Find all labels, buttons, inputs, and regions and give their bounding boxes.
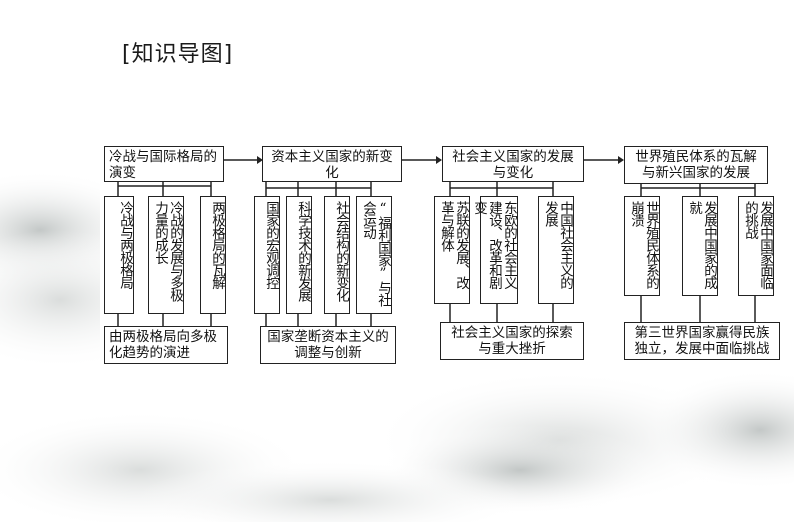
footer-third-world: 第三世界国家赢得民族独立，发展中面临挑战 [624,322,780,360]
footer-socialist-exploration: 社会主义国家的探索与重大挫折 [440,322,584,360]
item-macro-control: 国家的宏观调控 [254,196,280,314]
item-cold-war-development: 冷战的发展与多极力量的成长 [148,196,184,314]
header-capitalism: 资本主义国家的新变化 [262,146,402,182]
header-socialism: 社会主义国家的发展与变化 [442,146,584,182]
item-soviet-union: 苏联的发展、改革与解体 [434,196,470,304]
item-welfare-state: “福利国家”与社会运动 [356,196,392,314]
item-developing-challenges: 发展中国家面临的挑战 [738,196,774,296]
item-eastern-europe: 东欧的社会主义建设、改革和剧变 [471,196,518,304]
item-science-tech: 科学技术的新发展 [286,196,312,314]
page-title: [知识导图] [122,42,234,67]
item-china-socialism: 中国社会主义的发展 [538,196,574,304]
item-developing-achievements: 发展中国家的成就 [682,196,718,296]
footer-multipolar: 由两极格局向多极化趋势的演进 [104,326,228,364]
footer-state-monopoly: 国家垄断资本主义的调整与创新 [260,326,396,364]
item-cold-war-bipolar: 冷战与两极格局 [104,196,134,314]
item-colonial-system: 世界殖民体系的崩溃 [624,196,660,296]
item-social-structure: 社会结构的新变化 [324,196,350,314]
header-cold-war: 冷战与国际格局的演变 [104,146,224,182]
item-bipolar-collapse: 两极格局的瓦解 [200,196,226,314]
header-colonial-collapse: 世界殖民体系的瓦解与新兴国家的发展 [624,146,768,184]
